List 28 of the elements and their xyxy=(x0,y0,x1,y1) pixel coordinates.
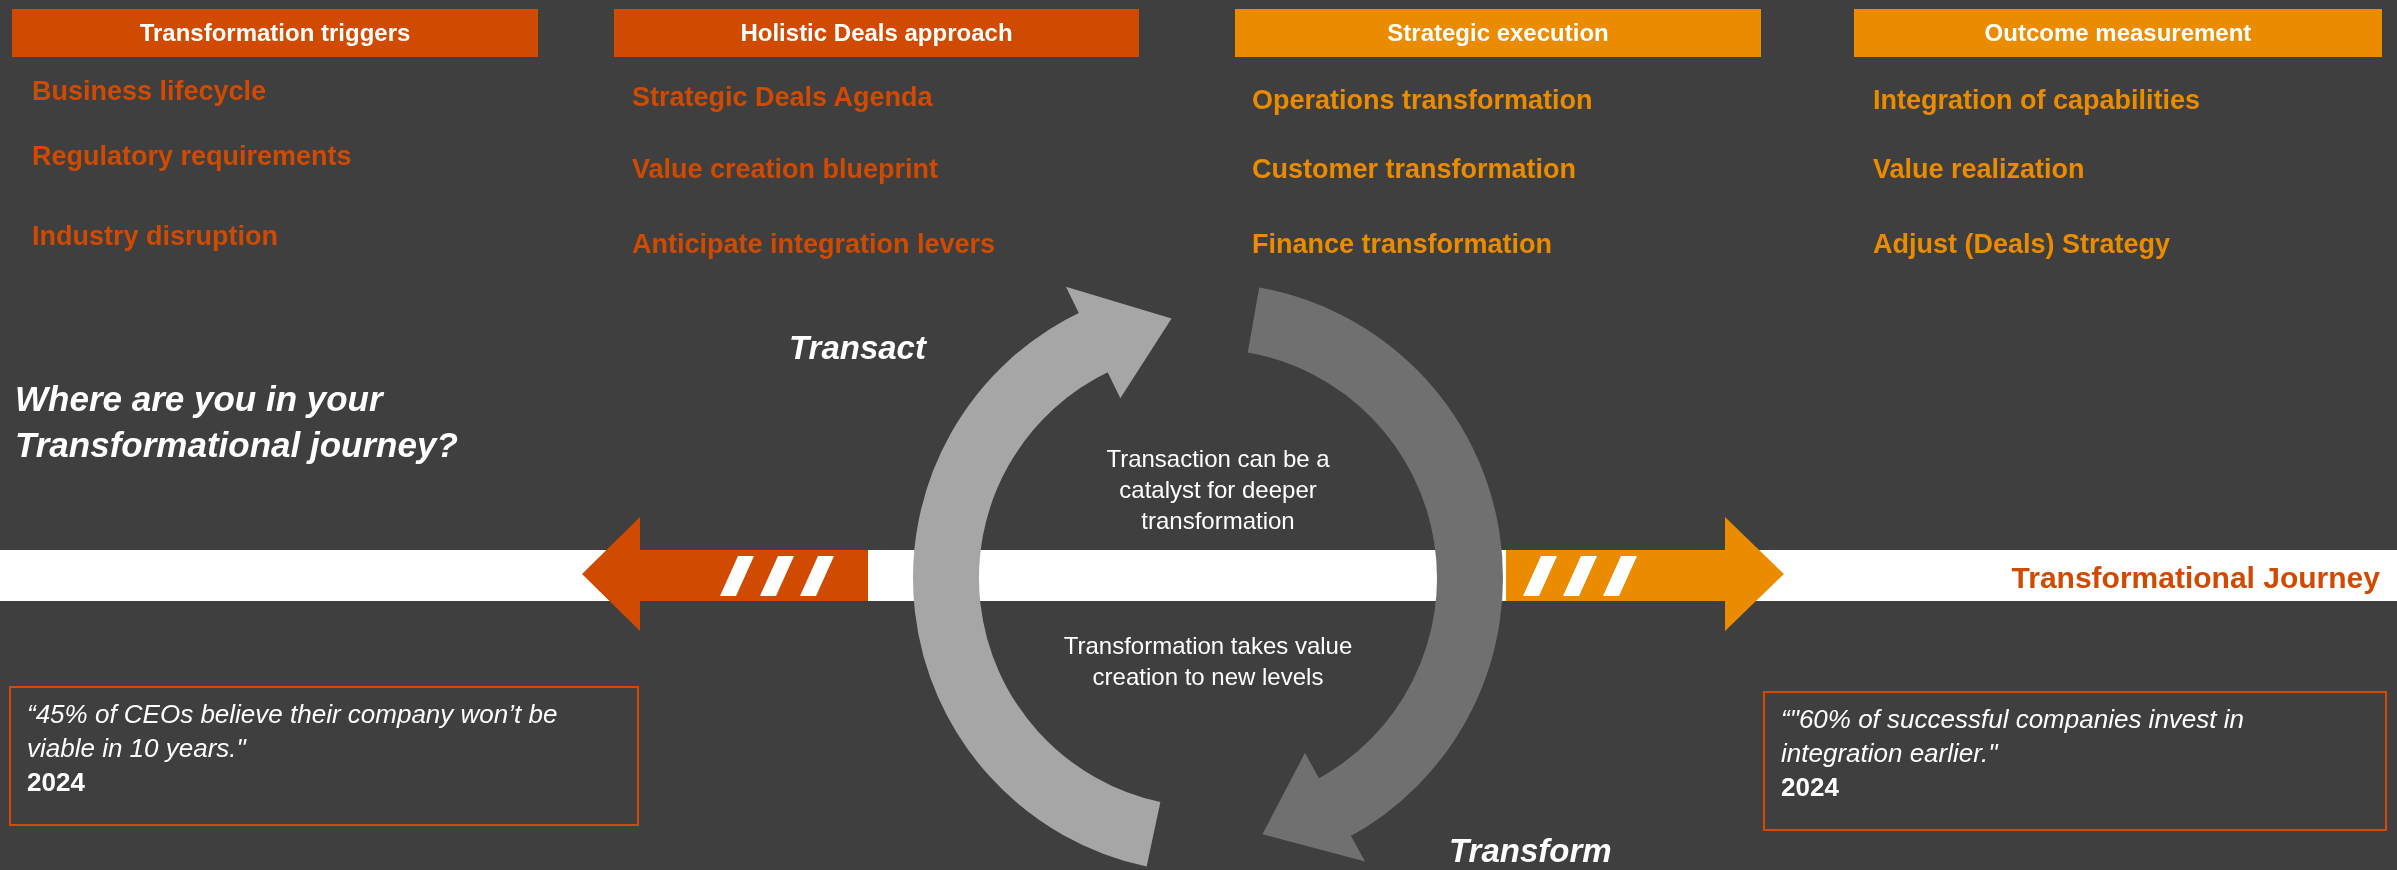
source-text: 2024 xyxy=(27,765,86,799)
question-text: Where are you in your Transformational journey? xyxy=(15,378,459,466)
list-item-text: Finance transformation xyxy=(1252,228,1554,261)
list-item-text: Regulatory requirements xyxy=(32,140,353,173)
quote-box xyxy=(9,686,639,826)
band-label: Transformational Journey xyxy=(2010,560,2380,596)
cycle-label: Transact xyxy=(789,328,928,368)
cycle-note: Transformation takes value creation to new levels xyxy=(1062,631,1354,693)
list-item-text: Business lifecycle xyxy=(32,75,268,108)
cycle-label: Transform xyxy=(1449,831,1613,870)
list-item-text: Anticipate integration levers xyxy=(632,228,997,261)
list-item-text: Value creation blueprint xyxy=(632,153,940,186)
source-text: 2024 xyxy=(1781,770,1840,804)
column-header: Transformation triggers xyxy=(12,9,538,57)
list-item-text: Adjust (Deals) Strategy xyxy=(1873,228,2172,261)
quote-text: “45% of CEOs believe their company won’t be viable in 10 years." xyxy=(27,698,559,765)
cycle-note: Transaction can be a catalyst for deeper transformation xyxy=(1105,444,1331,537)
list-item-text: Industry disruption xyxy=(32,220,279,253)
quote-box xyxy=(1763,691,2387,831)
column-header: Outcome measurement xyxy=(1854,9,2382,57)
list-item-text: Value realization xyxy=(1873,153,2086,186)
column-header: Strategic execution xyxy=(1235,9,1761,57)
list-item-text: Strategic Deals Agenda xyxy=(632,81,934,114)
column-header: Holistic Deals approach xyxy=(614,9,1139,57)
list-item-text: Integration of capabilities xyxy=(1873,84,2202,117)
list-item-text: Operations transformation xyxy=(1252,84,1594,117)
quote-text: “"60% of successful companies invest in integration earlier." xyxy=(1781,703,2245,770)
list-item-text: Customer transformation xyxy=(1252,153,1578,186)
